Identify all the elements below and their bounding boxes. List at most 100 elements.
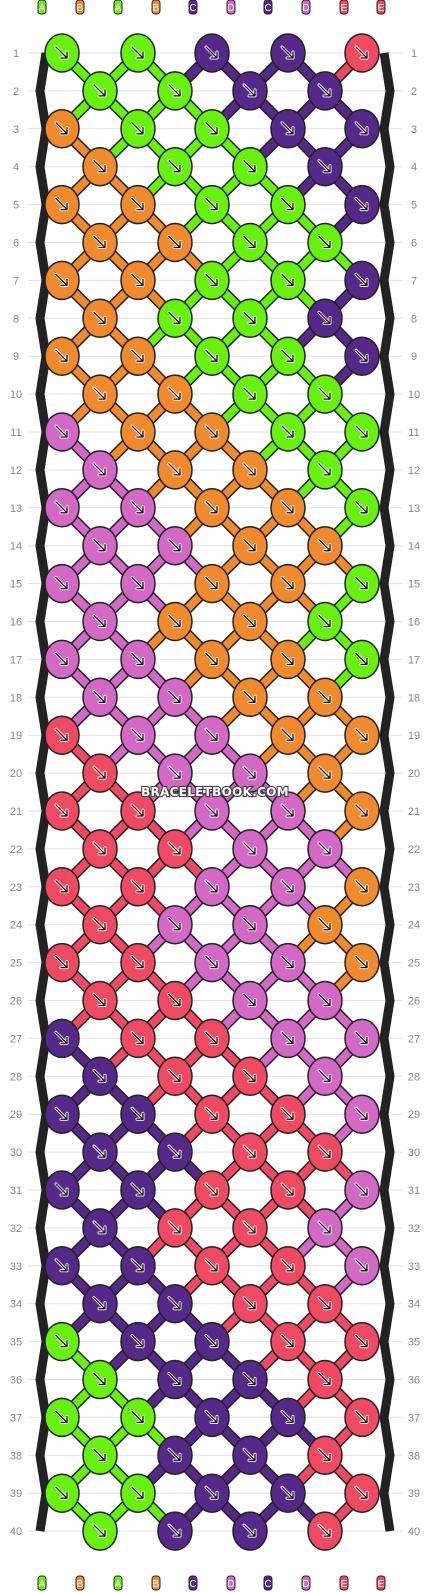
- row-number-left: 40: [10, 1526, 22, 1538]
- arrow-icon-inner: [205, 349, 218, 362]
- arrow-icon-inner: [205, 197, 218, 211]
- knot: [82, 146, 118, 187]
- strand-tab-bottom: [301, 1575, 311, 1591]
- arrow-icon-inner: [168, 1297, 181, 1310]
- arrow-icon-inner: [168, 993, 181, 1007]
- knot: [82, 71, 118, 111]
- strand-label-bottom: A: [39, 1579, 46, 1590]
- arrow-icon-inner: [355, 273, 368, 287]
- knot: [344, 942, 380, 983]
- arrow-icon-inner: [243, 1524, 256, 1537]
- arrow-icon-inner: [318, 993, 331, 1007]
- knot: [120, 715, 156, 755]
- arrow-icon-inner: [205, 955, 218, 969]
- arrow-icon-inner: [55, 652, 68, 666]
- knot: [82, 1056, 118, 1097]
- arrow-icon-inner: [131, 804, 144, 817]
- knot: [82, 1132, 118, 1172]
- arrow-icon-inner: [93, 311, 106, 324]
- strand-tab-top: [75, 0, 85, 15]
- arrow-icon-inner: [243, 918, 256, 931]
- arrow-icon-inner: [55, 1410, 68, 1424]
- arrow-icon-inner: [355, 197, 368, 211]
- arrow-icon-inner: [168, 1448, 181, 1461]
- knot: [232, 1359, 268, 1400]
- arrow-icon-inner: [131, 728, 144, 741]
- knot: [157, 222, 193, 263]
- arrow-icon-inner: [55, 1259, 68, 1272]
- arrow-icon-inner: [243, 993, 256, 1007]
- knot: [270, 1094, 306, 1134]
- arrow-icon-inner: [243, 1069, 256, 1082]
- knot: [270, 488, 306, 528]
- knot: [344, 109, 380, 149]
- arrow-icon-inner: [318, 1448, 331, 1461]
- arrow-icon-inner: [93, 690, 106, 703]
- row-number-right: 22: [408, 844, 420, 856]
- strand-label-bottom: E: [378, 1579, 385, 1590]
- knot: [344, 563, 380, 604]
- knot: [232, 980, 268, 1021]
- arrow-icon-inner: [318, 1069, 331, 1082]
- knot: [82, 1435, 118, 1476]
- knot: [307, 450, 343, 490]
- strand-label-top: E: [378, 3, 385, 14]
- arrow-icon-inner: [355, 425, 368, 438]
- knot: [44, 260, 80, 301]
- knot: [120, 33, 156, 73]
- row-number-right: 36: [408, 1375, 420, 1387]
- knot: [157, 601, 193, 642]
- row-number-right: 39: [408, 1488, 420, 1500]
- strand-tab-top: [263, 0, 273, 15]
- knot: [120, 412, 156, 452]
- knot: [82, 753, 118, 793]
- arrow-icon-inner: [355, 1259, 368, 1272]
- knot: [157, 1511, 193, 1551]
- row-number-right: 12: [408, 465, 420, 477]
- knot: [157, 1208, 193, 1248]
- knot: [270, 791, 306, 831]
- row-number-left: 30: [10, 1147, 22, 1159]
- arrow-icon-inner: [93, 1448, 106, 1461]
- knot: [120, 1321, 156, 1362]
- arrow-icon-inner: [168, 766, 181, 779]
- arrow-icon-inner: [281, 1259, 294, 1272]
- row-number-left: 21: [10, 806, 22, 818]
- arrow-icon-inner: [131, 1334, 144, 1348]
- row-number-left: 39: [10, 1488, 22, 1500]
- row-number-right: 40: [408, 1526, 420, 1538]
- arrow-icon-inner: [318, 1145, 331, 1158]
- strand-tab-bottom: [151, 1575, 161, 1591]
- knot: [270, 1397, 306, 1438]
- row-number-left: 3: [13, 124, 19, 136]
- strand-tab-top: [151, 0, 161, 15]
- knot: [44, 33, 80, 73]
- arrow-icon-inner: [318, 84, 331, 97]
- row-number-left: 22: [10, 844, 22, 856]
- row-number-right: 13: [408, 503, 420, 515]
- arrow-icon-inner: [205, 425, 218, 438]
- arrow-icon-inner: [281, 728, 294, 741]
- arrow-icon-inner: [131, 273, 144, 287]
- knot: [270, 412, 306, 452]
- row-number-right: 19: [408, 730, 420, 742]
- knot: [270, 336, 306, 376]
- knot: [157, 146, 193, 187]
- arrow-icon-inner: [281, 46, 294, 59]
- knot: [194, 1473, 230, 1513]
- knot: [232, 71, 268, 111]
- knot: [232, 1435, 268, 1476]
- strand-label-bottom: A: [115, 1579, 122, 1590]
- row-number-left: 29: [10, 1109, 22, 1121]
- knot: [344, 1018, 380, 1059]
- knot: [232, 753, 268, 793]
- knot: [44, 109, 80, 149]
- arrow-icon-inner: [131, 1410, 144, 1424]
- row-number-left: 28: [10, 1071, 22, 1083]
- knot: [194, 33, 230, 73]
- arrow-icon-inner: [243, 235, 256, 249]
- knot: [157, 450, 193, 490]
- arrow-icon-inner: [168, 690, 181, 703]
- strand-tab-bottom: [376, 1575, 386, 1591]
